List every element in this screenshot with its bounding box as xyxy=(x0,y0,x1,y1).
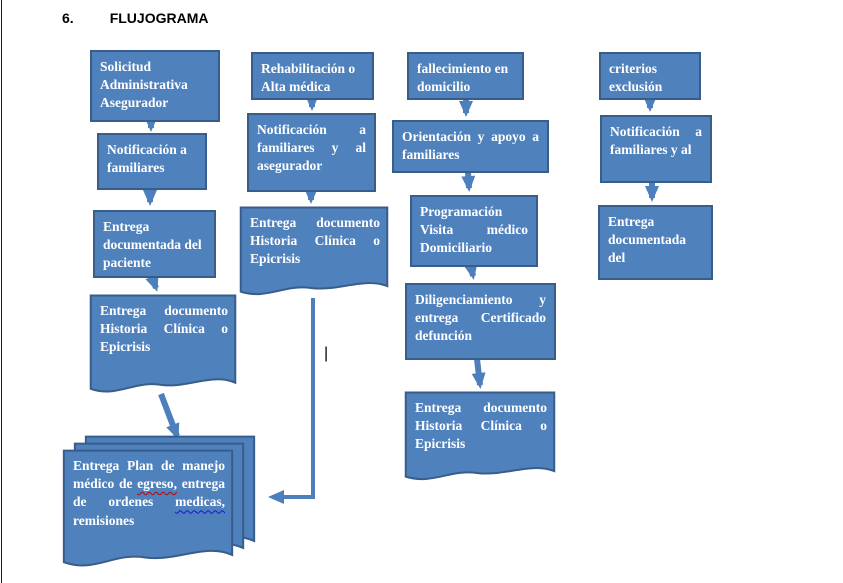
node-criterios-exclusion: criterios exclusión xyxy=(599,52,701,100)
node-rehabilitacion-alta: Rehabilitación o Alta médica xyxy=(251,52,374,100)
node-doc-historia-clinica-c3: Entrega documento Historia Clínica o Epi… xyxy=(405,392,555,484)
node-fallecimiento-domicilio: fallecimiento en domicilio xyxy=(407,52,524,100)
arrow-c3-3 xyxy=(463,262,478,280)
node-diligenciamiento-certificado: Diligenciamiento y entrega Certificado d… xyxy=(405,283,556,360)
node-solicitud-administrativa: Solicitud Administrativa Asegurador xyxy=(90,50,220,122)
plan-text-part1: Entrega Plan de manejo médico de xyxy=(73,458,225,492)
page-edge-line xyxy=(1,0,2,583)
document-shape xyxy=(405,392,555,484)
connector-c2-to-stack xyxy=(268,298,315,504)
page-title: 6. FLUJOGRAMA xyxy=(62,10,208,26)
misspelled-word: egreso, xyxy=(137,476,178,492)
node-programacion-visita: Programación Visita médico Domiciliario xyxy=(410,195,538,267)
node-notificacion-familiares-c1: Notificación a familiares xyxy=(97,133,207,190)
node-entrega-documentada-c4: Entrega documentada del xyxy=(598,205,713,280)
node-entrega-documentada-paciente: Entrega documentada del paciente xyxy=(93,210,216,278)
arrow-c1-4 xyxy=(158,392,180,440)
section-number: 6. xyxy=(62,10,74,26)
node-orientacion-apoyo: Orientación y apoyo a familiares xyxy=(392,120,549,173)
document-shape xyxy=(90,295,236,397)
section-title-label: FLUJOGRAMA xyxy=(109,10,209,26)
doc-plan-text: Entrega Plan de manejo médico de egreso,… xyxy=(73,457,225,558)
node-doc-historia-clinica-c2: Entrega documento Historia Clínica o Epi… xyxy=(240,207,388,299)
arrow-c3-4 xyxy=(471,358,486,389)
document-shape xyxy=(63,450,233,572)
node-notificacion-asegurador-c2: Notificación a familiares y al asegurado… xyxy=(247,113,376,192)
node-doc-plan-manejo: Entrega Plan de manejo médico de egreso,… xyxy=(63,450,233,572)
document-shape xyxy=(240,207,388,299)
text-cursor-artifact: | xyxy=(324,345,329,362)
plan-text-part3: remisiones xyxy=(73,512,135,528)
node-notificacion-familiares-c4: Notificación a familiares y al xyxy=(600,115,712,183)
plan-text-part2: entrega de ordenes xyxy=(73,476,225,510)
arrow-c3-2 xyxy=(461,171,476,192)
arrow-c1-3 xyxy=(145,274,159,292)
grammar-word: medicas, xyxy=(175,494,225,510)
node-doc-historia-clinica-c1: Entrega documento Historia Clínica o Epi… xyxy=(90,295,236,397)
